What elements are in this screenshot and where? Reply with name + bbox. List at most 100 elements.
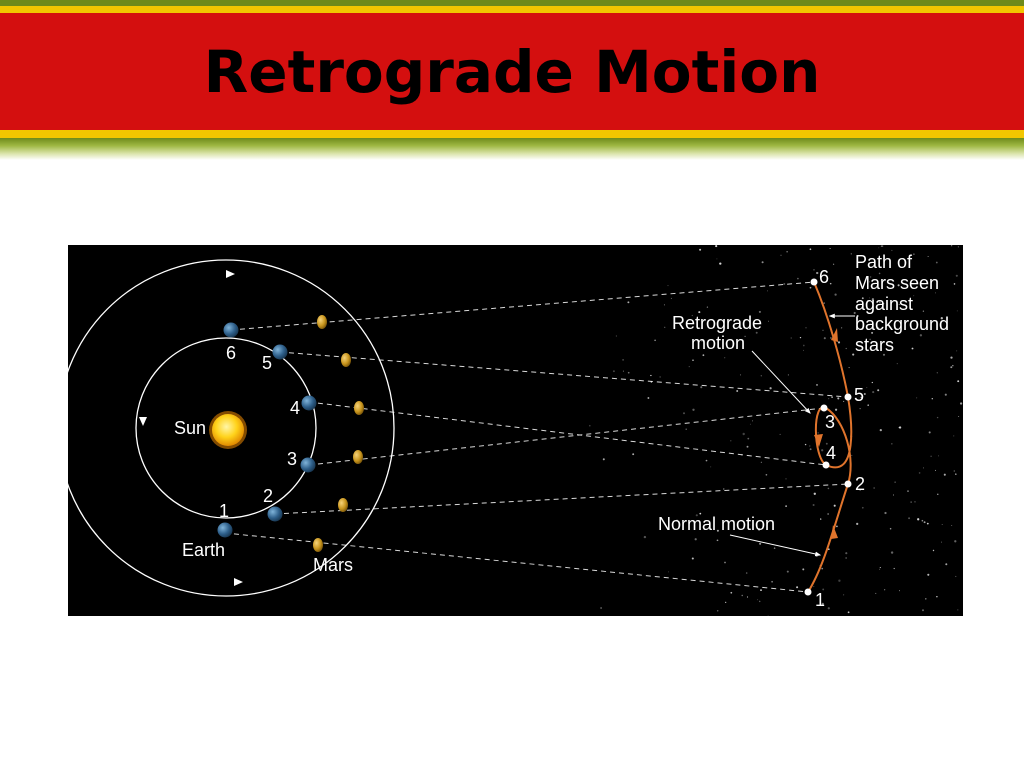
star — [953, 283, 956, 285]
star — [760, 461, 762, 463]
background-stars — [589, 245, 963, 616]
star — [771, 580, 773, 583]
star — [780, 254, 782, 256]
star — [745, 572, 748, 574]
star — [710, 466, 712, 468]
star — [880, 245, 883, 247]
star — [602, 458, 605, 461]
star — [958, 415, 960, 417]
star — [742, 432, 745, 436]
star — [816, 271, 819, 275]
earth-position-4 — [301, 395, 317, 411]
star — [589, 424, 591, 427]
star — [767, 615, 769, 616]
star — [868, 281, 870, 283]
star — [921, 609, 925, 612]
star — [816, 555, 818, 557]
star — [917, 518, 920, 521]
star — [953, 470, 955, 472]
star — [866, 387, 868, 389]
star — [894, 481, 896, 483]
star — [799, 336, 802, 339]
star — [882, 353, 886, 356]
star — [757, 599, 759, 601]
star — [804, 443, 807, 446]
star — [927, 573, 930, 576]
star — [821, 449, 824, 452]
star — [627, 301, 630, 304]
mars-orbit — [68, 259, 395, 597]
star — [871, 381, 873, 384]
retrograde-diagram: Sun 1 2 3 4 5 6 Earth Mars — [68, 245, 963, 616]
star — [871, 298, 875, 301]
star — [889, 527, 892, 530]
star — [692, 408, 695, 411]
path-label-line3: against — [855, 294, 913, 314]
star — [755, 331, 758, 334]
star — [694, 538, 697, 541]
earth-position-5 — [272, 344, 288, 360]
star — [679, 322, 682, 325]
star — [752, 420, 754, 422]
star — [802, 568, 805, 571]
star — [715, 245, 718, 248]
path-label-line5: stars — [855, 335, 894, 355]
star — [702, 354, 705, 357]
banner-top-green-stripe — [0, 0, 1024, 6]
star — [822, 588, 825, 591]
star — [785, 478, 787, 480]
star — [845, 552, 848, 555]
star — [650, 374, 652, 377]
star — [956, 350, 958, 352]
star — [890, 551, 894, 554]
star — [838, 579, 841, 582]
star — [879, 568, 881, 570]
star — [632, 453, 635, 456]
star — [913, 295, 915, 297]
banner-top-yellow-stripe — [0, 6, 1024, 13]
star — [916, 397, 918, 399]
star — [659, 376, 661, 378]
normal-motion-label: Normal motion — [658, 514, 775, 534]
star — [805, 327, 807, 329]
star — [896, 363, 898, 365]
star — [930, 455, 932, 457]
star — [925, 598, 927, 600]
star — [891, 249, 893, 251]
mars-label: Mars — [313, 555, 353, 575]
star — [809, 448, 812, 451]
mars-position-1 — [313, 538, 323, 552]
star — [767, 290, 768, 292]
star — [809, 248, 812, 251]
star — [670, 297, 672, 299]
star — [951, 525, 953, 526]
path-dot-6 — [810, 278, 818, 286]
star — [612, 370, 615, 373]
star — [936, 595, 938, 598]
star — [834, 408, 838, 411]
star — [941, 541, 942, 543]
star — [746, 596, 749, 598]
star — [768, 320, 769, 322]
star — [911, 347, 914, 350]
earth-number-3: 3 — [287, 449, 297, 469]
star — [821, 567, 824, 570]
star — [843, 400, 845, 402]
star — [643, 535, 647, 539]
star — [945, 563, 948, 566]
earth-number-1: 1 — [219, 501, 229, 521]
star — [851, 454, 853, 456]
star — [785, 505, 787, 507]
star — [910, 501, 912, 503]
star — [716, 529, 719, 532]
star — [833, 504, 836, 507]
earth-label: Earth — [182, 540, 225, 560]
star — [926, 522, 929, 525]
mars-position-5 — [341, 353, 351, 367]
star — [934, 469, 937, 471]
star — [935, 292, 936, 294]
star — [953, 435, 955, 437]
star — [730, 440, 732, 442]
path-number-5: 5 — [854, 385, 864, 405]
star — [758, 600, 761, 603]
